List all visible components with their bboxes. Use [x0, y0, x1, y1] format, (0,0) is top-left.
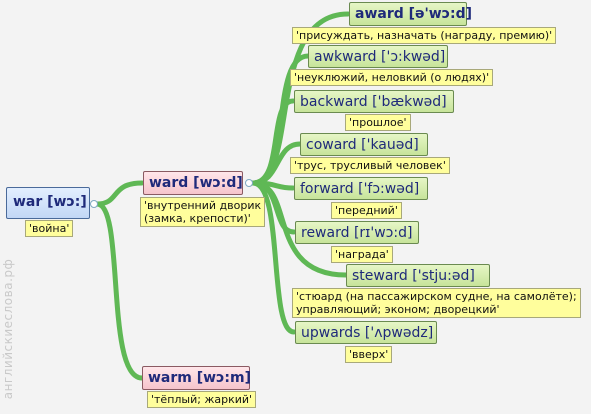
link-ward-upwards: [250, 180, 297, 335]
watermark: английскиеслова.рф: [1, 258, 15, 400]
translation-coward: 'трус, трусливый человек': [290, 157, 450, 174]
word-ward-label: ward [wɔ:d]: [149, 175, 243, 191]
translation-awkward: 'неуклюжий, неловкий (о людях)': [290, 69, 494, 86]
translation-upwards: 'вверх': [345, 346, 393, 363]
word-awkward[interactable]: awkward ['ɔ:kwəd]: [308, 45, 448, 68]
word-reward[interactable]: reward [rɪ'wɔ:d]: [295, 221, 419, 244]
word-ward[interactable]: ward [wɔ:d]: [143, 171, 243, 195]
word-coward-label: coward ['kauəd]: [306, 137, 419, 153]
word-coward[interactable]: coward ['kauəd]: [300, 133, 428, 156]
translation-ward: 'внутренний дворик (замка, крепости)': [140, 197, 266, 227]
root-word-label: war [wɔ:]: [13, 194, 87, 210]
word-award[interactable]: award [ə'wɔ:d]: [349, 2, 472, 26]
translation-warm: 'тёплый; жаркий': [147, 391, 257, 408]
translation-award: 'присуждать, назначать (награду, премию)…: [292, 27, 557, 44]
translation-steward: 'стюард (на пассажирском судне, на самол…: [292, 288, 581, 318]
translation-backward: 'прошлое': [345, 114, 411, 131]
word-awkward-label: awkward ['ɔ:kwəd]: [314, 49, 446, 65]
root-word-war[interactable]: war [wɔ:]: [6, 187, 90, 219]
word-warm[interactable]: warm [wɔ:m]: [142, 366, 251, 390]
link-war-ward: [94, 180, 145, 207]
root-joint[interactable]: [90, 200, 98, 208]
word-forward[interactable]: forward ['fɔ:wəd]: [294, 177, 428, 200]
word-award-label: award [ə'wɔ:d]: [355, 6, 473, 22]
translation-forward: 'передний': [331, 202, 402, 219]
word-upwards-label: upwards ['ʌpwədz]: [301, 325, 434, 341]
word-backward-label: backward ['bækwəd]: [300, 94, 447, 110]
root-translation: 'война': [25, 220, 74, 237]
ward-joint[interactable]: [245, 179, 253, 187]
word-steward[interactable]: steward ['stju:əd]: [346, 264, 490, 287]
word-reward-label: reward [rɪ'wɔ:d]: [301, 225, 413, 241]
word-backward[interactable]: backward ['bækwəd]: [294, 90, 454, 113]
word-steward-label: steward ['stju:əd]: [352, 268, 475, 284]
link-war-warm: [94, 201, 145, 381]
word-forward-label: forward ['fɔ:wəd]: [300, 181, 420, 197]
link-ward-steward: [250, 180, 349, 278]
translation-reward: 'награда': [331, 246, 393, 263]
word-upwards[interactable]: upwards ['ʌpwədz]: [295, 321, 437, 344]
word-warm-label: warm [wɔ:m]: [148, 370, 251, 386]
